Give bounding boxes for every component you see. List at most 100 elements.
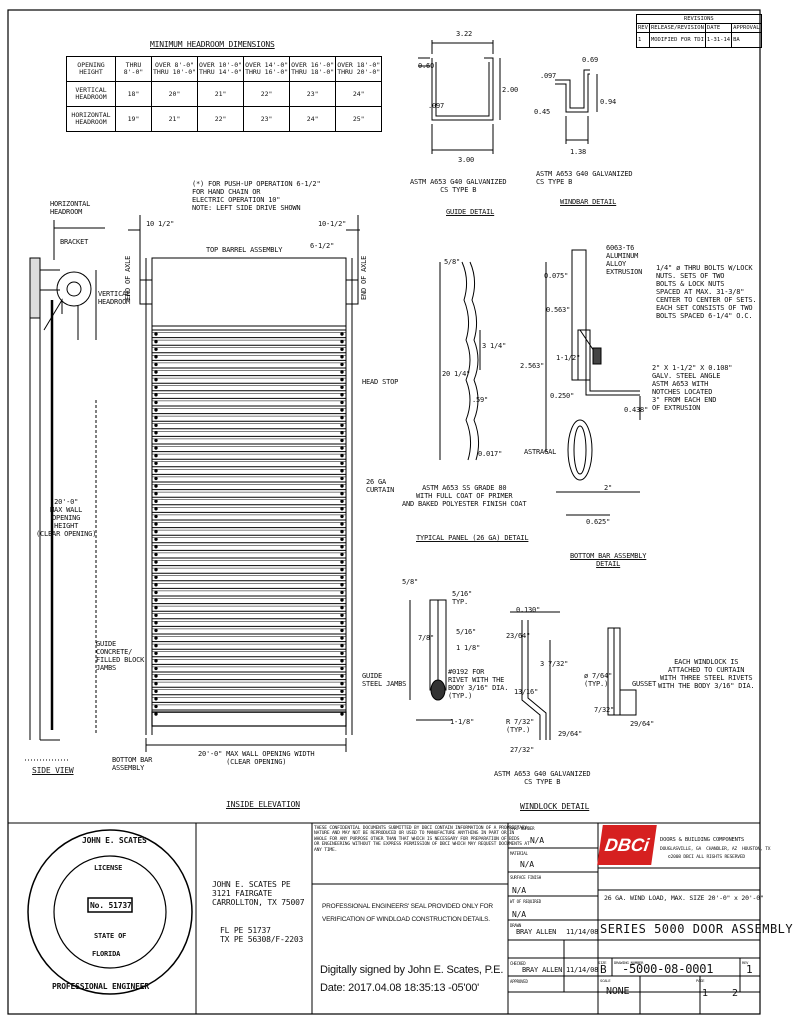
dim-label: 27/32"	[510, 746, 535, 754]
dim-label: 10 1/2"	[146, 220, 175, 228]
seal-note: PROFESSIONAL ENGINEERS' SEAL PROVIDED ON…	[322, 903, 493, 923]
table-cell: OVER 8'-0" THRU 10'-0"	[150, 56, 199, 82]
rev-value: 1	[746, 963, 753, 976]
vertical-headroom-label: VERTICAL HEADROOM	[98, 290, 131, 306]
windlock-rivet	[154, 469, 158, 473]
windlock-rivet	[154, 347, 158, 351]
table-row: VERTICAL HEADROOM 18" 20" 21" 22" 23" 24…	[66, 81, 383, 107]
company-address: DOUGLASVILLE, GA CHANDLER, AZ HOUSTON, T…	[660, 847, 771, 852]
windlock-rivet	[154, 453, 158, 458]
inside-elevation-title: INSIDE ELEVATION	[226, 800, 300, 809]
table-cell: 23"	[243, 106, 291, 132]
windlock-rivet	[340, 491, 344, 496]
table-cell: 1-31-14	[704, 32, 733, 48]
windlock-rivet	[340, 476, 344, 481]
windlock-rivet	[154, 362, 158, 367]
windlock-rivet	[340, 400, 344, 405]
windlock-rivet	[340, 446, 344, 450]
dim-label: 1.38	[570, 148, 587, 156]
guide-steel-label: GUIDE STEEL JAMBS	[362, 672, 407, 688]
windlock-rivet	[340, 560, 344, 564]
drawing-number: -5000-08-0001	[622, 962, 714, 976]
windlock-rivet	[340, 408, 344, 412]
windlock-rivet	[154, 552, 158, 557]
table-cell: OVER 14'-0" THRU 16'-0"	[243, 56, 291, 82]
windlock-rivet	[340, 438, 344, 443]
dim-label: 0.075"	[544, 272, 569, 280]
finish-label: SURFACE FINISH	[510, 875, 541, 880]
windlock-rivet	[340, 552, 344, 557]
windlock-rivet	[154, 689, 158, 693]
headroom-table: OPENING HEIGHT THRU 8'-0" OVER 8'-0" THR…	[66, 56, 383, 132]
wt: N/A	[512, 910, 526, 919]
drawn-by: BRAY ALLEN	[516, 928, 557, 936]
windlock-rivet	[340, 704, 344, 709]
dim-label: 0.69	[582, 56, 599, 64]
dbci-logo-text: DBCi	[603, 835, 651, 855]
windlock-title: WINDLOCK DETAIL	[520, 802, 590, 811]
horizontal-headroom-label: HORIZONTAL HEADROOM	[50, 200, 91, 216]
date-line: Date: 2017.04.08 18:35:13 -05'00'	[320, 982, 480, 994]
windlock-rivet	[340, 681, 344, 686]
engineer-pe: FL PE 51737 TX PE 56308/F-2203	[220, 926, 304, 944]
table-cell: MODIFIED FOR TDI	[648, 32, 706, 48]
sheet-total: 2	[732, 988, 738, 999]
windlock-rivet	[154, 529, 158, 534]
windlock-rivet	[154, 423, 158, 427]
windlock-rivet	[340, 453, 344, 458]
windlock-rivet	[340, 514, 344, 519]
top-barrel-label: TOP BARREL ASSEMBLY	[206, 246, 283, 254]
dim-label: 3.00	[458, 156, 475, 164]
windlock-rivet	[154, 697, 158, 701]
windlock-rivet	[154, 537, 158, 541]
table-cell: 22"	[243, 81, 291, 107]
engineer-address: JOHN E. SCATES PE 3121 FAIRGATE CARROLLT…	[212, 880, 305, 907]
pe-seal	[27, 829, 193, 995]
dim-label: 6-1/2"	[310, 242, 335, 250]
table-row: REV RELEASE/REVISION DATE APPROVAL	[636, 23, 762, 33]
windlock-rivet	[340, 347, 344, 351]
windlock-rivet	[154, 590, 158, 595]
dim-label: 7/32"	[594, 706, 615, 714]
windlock-rivet	[154, 446, 158, 450]
seal-license: LICENSE	[94, 864, 123, 872]
alloy-label: 6063-T6 ALUMINUM ALLOY EXTRUSION	[606, 244, 643, 276]
table-cell: HORIZONTAL HEADROOM	[66, 106, 116, 132]
windlock-rivet	[340, 712, 344, 716]
dim-label: 0.45	[534, 108, 551, 116]
dim-label: 0.60	[418, 62, 435, 70]
windlock-rivet	[340, 484, 344, 488]
windlock-rivet	[154, 415, 158, 420]
windlock-rivet	[154, 666, 158, 671]
windlock-rivet	[154, 377, 158, 382]
table-cell: APPROVAL	[731, 23, 762, 33]
width-label: 20'-0" MAX WALL OPENING WIDTH (CLEAR OPE…	[198, 750, 315, 766]
dim-label: .59"	[472, 396, 489, 404]
sheet-label: PAGE	[696, 978, 705, 983]
windlock-rivet	[340, 529, 344, 534]
table-cell: 25"	[335, 106, 383, 132]
windlock-rivet	[340, 393, 344, 397]
windlock-rivet	[340, 431, 344, 435]
windlock-rivet	[340, 666, 344, 671]
guide-detail-title: GUIDE DETAIL	[446, 208, 495, 216]
windbar-spec: ASTM A653 G40 GALVANIZED CS TYPE B	[536, 170, 633, 186]
windlock-rivet	[340, 355, 344, 359]
windlock-rivet	[154, 370, 158, 374]
table-cell: 22"	[197, 106, 245, 132]
dim-label: .097	[540, 72, 557, 80]
dim-label: 3 1/4"	[482, 342, 507, 350]
windlock-rivet	[340, 575, 344, 579]
bolts-note: 1/4" ø THRU BOLTS W/LOCK NUTS. SETS OF T…	[656, 264, 757, 320]
dim-label: 13/16"	[514, 688, 539, 696]
dim-label: 1-1/2"	[556, 354, 581, 362]
seal-florida: FLORIDA	[92, 950, 121, 958]
windlock-rivet	[154, 560, 158, 564]
material: N/A	[520, 860, 534, 869]
windlock-rivet	[340, 469, 344, 473]
sheet-border	[7, 9, 761, 1015]
windlock-rivet	[154, 704, 158, 709]
windlock-rivet	[340, 583, 344, 587]
table-cell: OVER 10'-0" THRU 14'-0"	[197, 56, 245, 82]
windlock-rivet	[154, 681, 158, 686]
